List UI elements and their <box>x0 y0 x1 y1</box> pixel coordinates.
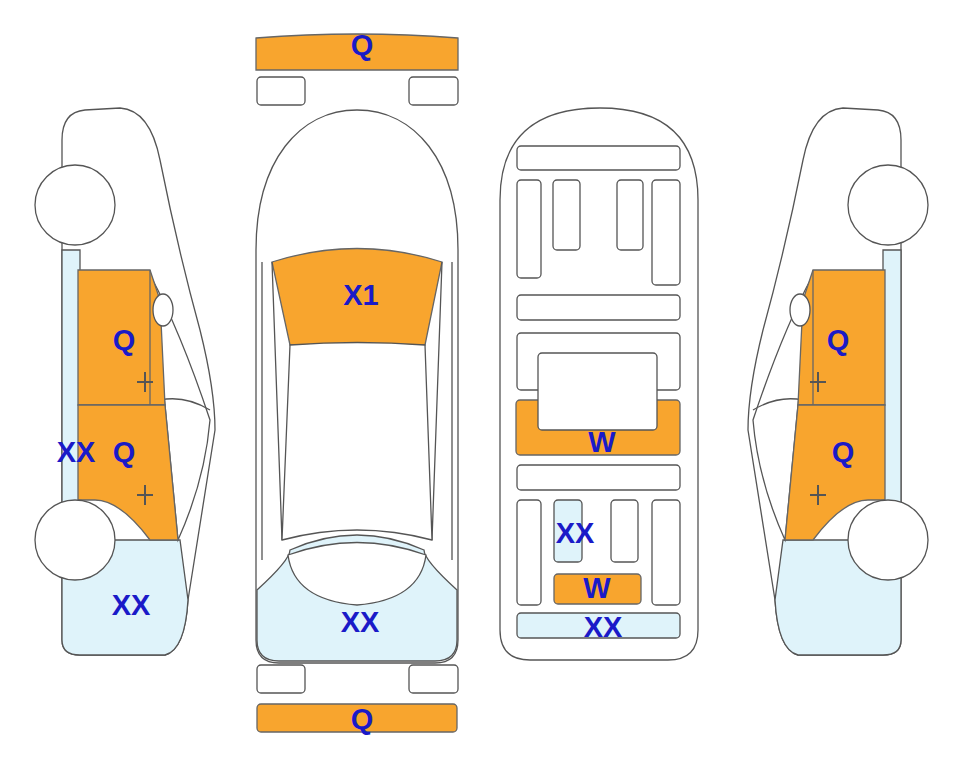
damage-code: Q <box>832 438 855 467</box>
left-side-view <box>35 108 215 655</box>
damage-code: W <box>588 428 615 457</box>
damage-code: XX <box>341 608 380 637</box>
damage-code: XX <box>57 438 96 467</box>
damage-code: XX <box>556 519 595 548</box>
damage-code: Q <box>351 31 374 60</box>
damage-code: W <box>583 574 610 603</box>
top-view <box>256 34 458 732</box>
damage-code: Q <box>113 326 136 355</box>
damage-code: Q <box>827 326 850 355</box>
damage-code: XX <box>112 591 151 620</box>
damage-code: X1 <box>343 281 378 310</box>
damage-code: XX <box>584 613 623 642</box>
right-side-view <box>748 108 928 655</box>
damage-code: Q <box>351 705 374 734</box>
damage-code: Q <box>113 438 136 467</box>
underside-view <box>500 108 698 660</box>
